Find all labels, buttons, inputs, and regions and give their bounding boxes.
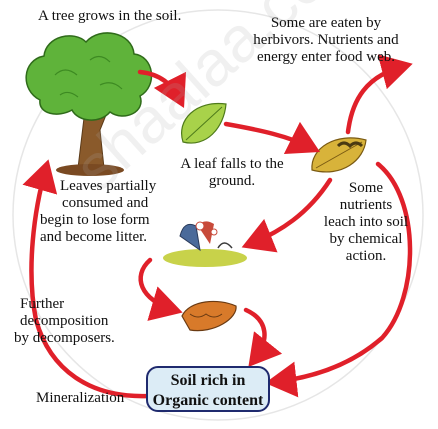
falling-leaf-illustration <box>181 102 227 144</box>
label-leach-line-3: leach into soil <box>323 214 409 230</box>
label-further-line-2: decomposition <box>20 313 109 329</box>
arrow-leach-to-soil <box>265 161 413 398</box>
soil-box-line-2: Organic content <box>152 392 264 409</box>
label-leaf-falls-line-1: A leaf falls to the <box>180 156 284 172</box>
label-tree-grows: A tree grows in the soil. <box>38 8 181 25</box>
eaten-leaf-illustration <box>311 137 367 173</box>
arrow-decomposer-to-soil <box>243 307 283 368</box>
arrow-litter-to-decomposer <box>138 257 183 321</box>
label-further-decomposition: Further decomposition by decomposers. <box>14 296 115 347</box>
soil-rich-box: Soil rich in Organic content <box>146 366 270 412</box>
arrow-leaf-to-eaten <box>223 121 321 155</box>
label-tree-grows-text: A tree grows in the soil. <box>38 8 182 24</box>
arrow-tree-to-leaf <box>137 69 187 109</box>
cycle-arrows <box>22 54 413 399</box>
label-leaf-falls-line-2: ground. <box>208 173 256 189</box>
decomposer-illustration <box>181 300 237 332</box>
label-eaten-line-2: herbivors. Nutrients and <box>253 32 399 48</box>
label-further-line-1: Further <box>20 296 65 312</box>
soil-box-line-1: Soil rich in <box>170 372 246 389</box>
label-nutrients-leach: Some nutrients leach into soil by chemic… <box>318 180 414 265</box>
arrow-soil-to-tree <box>22 159 151 399</box>
arrow-eaten-to-litter <box>241 177 333 253</box>
litter-illustration <box>163 221 247 267</box>
label-further-line-3: by decomposers. <box>14 330 115 346</box>
label-leach-line-5: action. <box>345 248 387 264</box>
label-leaves-line-1: Leaves partially <box>60 178 157 194</box>
label-eaten-by-herbivores: Some are eaten by herbivors. Nutrients a… <box>236 15 416 66</box>
label-mineralization-text: Mineralization <box>36 390 125 406</box>
arrow-to-food-web <box>345 54 413 135</box>
label-eaten-line-1: Some are eaten by <box>270 15 382 31</box>
label-leaves-partially-consumed: Leaves partially consumed and begin to l… <box>40 178 156 246</box>
label-mineralization: Mineralization <box>36 390 124 407</box>
label-leach-line-2: nutrients <box>339 197 393 213</box>
label-leach-line-1: Some <box>348 180 384 196</box>
label-leach-line-4: by chemical <box>329 231 403 247</box>
label-leaves-line-2: consumed and <box>62 195 149 211</box>
label-leaves-line-4: and become litter. <box>40 229 148 245</box>
label-leaves-line-3: begin to lose form <box>40 212 150 228</box>
label-eaten-line-3: energy enter food web. <box>256 49 395 65</box>
tree-illustration <box>25 32 153 176</box>
background-circle <box>12 9 424 421</box>
label-leaf-falls: A leaf falls to the ground. <box>168 156 296 190</box>
